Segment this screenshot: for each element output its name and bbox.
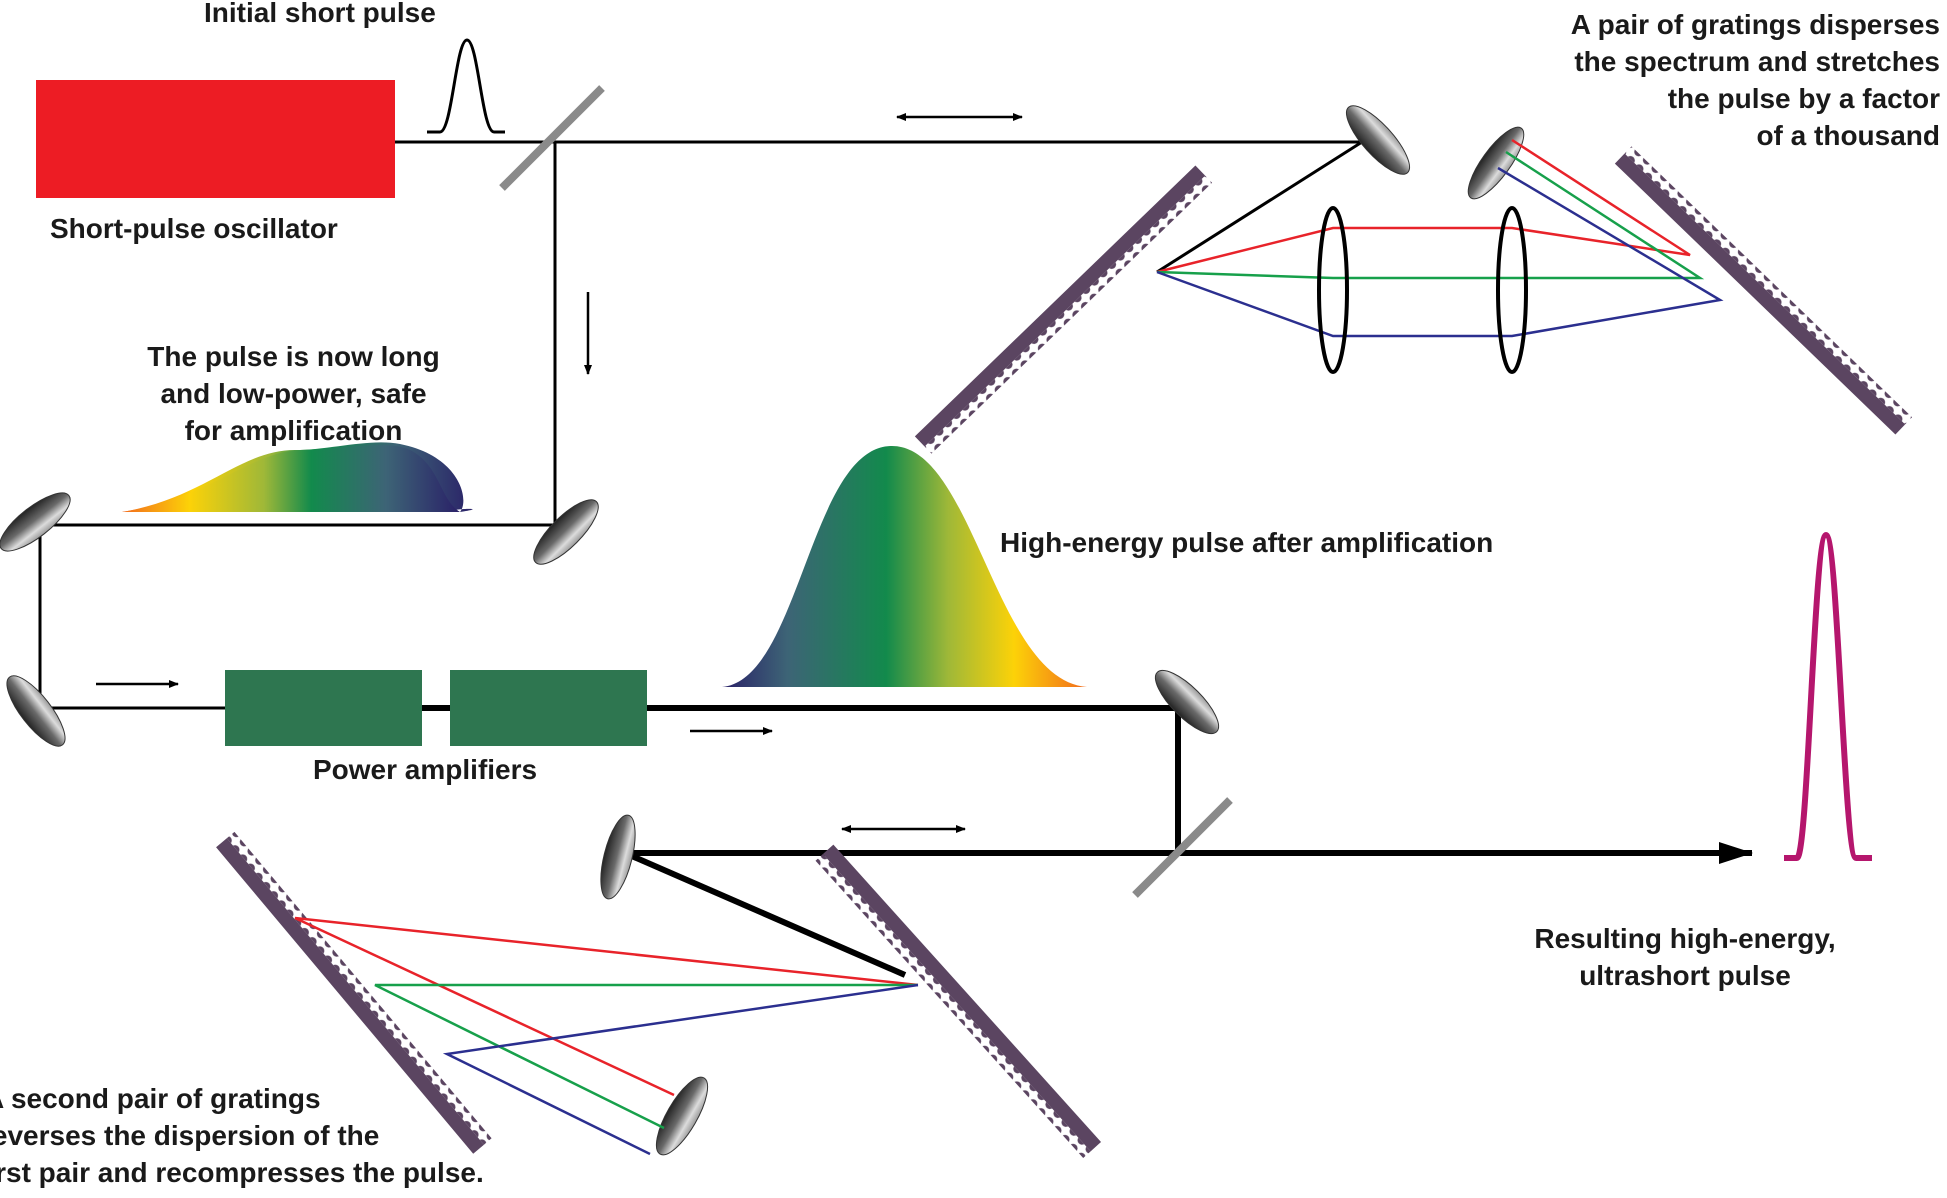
grating-icon [216,831,492,1154]
mirror-icon [6,675,66,747]
compressor-rays [294,916,919,1156]
compress-note: A second pair of gratings reverses the d… [0,1083,484,1188]
mirror-icon [1467,126,1525,200]
beam-splitter-icon [499,85,605,191]
result-note: Resulting high-energy, ultrashort pulse [1534,923,1836,991]
mirror-icon [1346,105,1410,175]
beam-splitter-icon [1132,797,1233,898]
arrow-icon [96,113,1023,833]
power-amplifier-box [450,670,647,746]
stretch-note: A pair of gratings disperses the spectru… [1570,9,1940,151]
lens-icon [1496,206,1528,374]
amplifiers-label: Power amplifiers [313,754,538,785]
mirror-icon [533,499,599,565]
mirror-icon [655,1076,709,1156]
stretcher-rays [1156,138,1724,338]
initial-pulse-label: Initial short pulse [204,0,436,28]
mirror-icon [0,492,71,552]
lens-icon [1317,206,1349,374]
mirror-icon [1154,669,1220,735]
grating-icon [815,844,1102,1159]
stretched-pulse-shape-outline [122,445,460,512]
long-pulse-note: The pulse is now long and low-power, saf… [147,341,440,446]
grating-icon [1614,146,1913,435]
grating-icon [914,165,1213,454]
high-energy-label: High-energy pulse after amplification [1000,527,1494,558]
mirror-icon [600,814,636,900]
beam-path-thick [225,705,1181,978]
oscillator-box [36,80,395,198]
power-amplifier-box [225,670,422,746]
initial-pulse-shape [427,38,505,134]
oscillator-label: Short-pulse oscillator [50,213,338,244]
amplified-pulse-shape [722,446,1087,687]
output-pulse-shape [1784,531,1872,861]
